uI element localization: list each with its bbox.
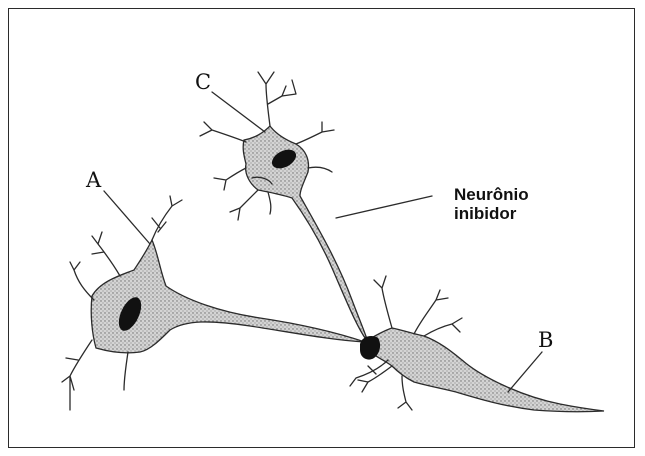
label-inhibitory-neuron: Neurônio inibidor [454, 185, 529, 223]
neuron-b [350, 276, 604, 412]
neuron-c-body [243, 126, 368, 342]
label-b: B [538, 330, 553, 351]
label-c: C [195, 72, 211, 93]
neuron-b-body [368, 328, 604, 412]
label-a: A [86, 170, 101, 191]
leader-line-b [508, 352, 542, 392]
neuron-a-body [91, 240, 365, 353]
leader-line-c [212, 92, 265, 132]
neuron-c [200, 72, 368, 342]
label-inhibitory-line2: inibidor [454, 204, 529, 223]
leader-line-inhibitory [336, 196, 432, 218]
neuron-a [62, 196, 365, 410]
leader-line-a [104, 191, 150, 244]
label-inhibitory-line1: Neurônio [454, 185, 529, 204]
